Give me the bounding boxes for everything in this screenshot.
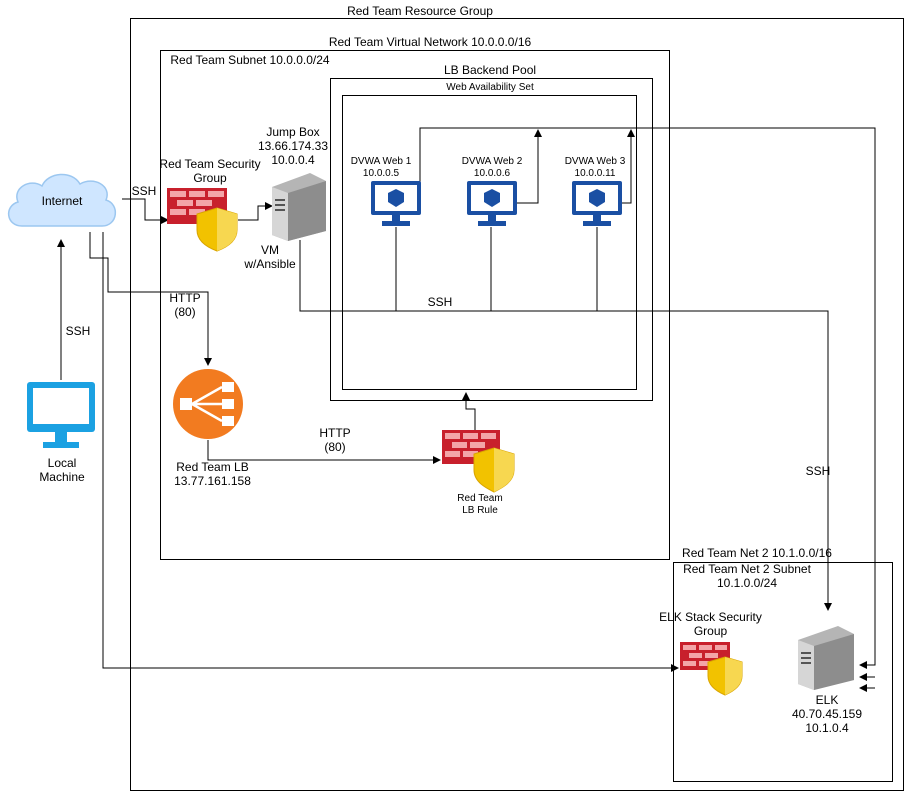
cloud-icon <box>8 173 116 227</box>
edge-web2-up <box>516 129 542 204</box>
edge-label-ssh-local: SSH <box>65 324 91 338</box>
backend-pool-label: LB Backend Pool <box>443 63 537 77</box>
vnet-box <box>160 50 670 560</box>
elk-sg-label: ELK Stack Security Group <box>659 610 762 638</box>
security-group-firewall-icon <box>167 188 238 252</box>
lb-label: Red Team LB 13.77.161.158 <box>174 460 251 488</box>
web1-monitor-icon <box>371 181 421 226</box>
jump-box-subtitle: VM w/Ansible <box>244 243 296 271</box>
edge-label-http-lb: HTTP (80) <box>169 291 201 319</box>
local-machine-label: Local Machine <box>39 456 85 484</box>
internet-label: Internet <box>41 194 83 208</box>
edge-web1-elk <box>419 127 876 669</box>
vnet-label: Red Team Virtual Network 10.0.0.0/16 <box>328 35 532 49</box>
security-group-label: Red Team Security Group <box>159 157 261 185</box>
web3-label: DVWA Web 3 10.0.0.11 <box>564 156 626 179</box>
web3-monitor-icon <box>572 181 622 226</box>
net2-subnet-label: Red Team Net 2 Subnet 10.1.0.0/24 <box>683 562 811 590</box>
web2-label: DVWA Web 2 10.0.0.6 <box>461 156 523 179</box>
elk-server-icon <box>798 626 854 690</box>
jump-box-server-icon <box>272 173 326 241</box>
edge-internet-lb <box>89 232 212 366</box>
elk-label: ELK 40.70.45.159 10.1.0.4 <box>791 693 863 735</box>
subnet-label: Red Team Subnet 10.0.0.0/24 <box>170 53 330 67</box>
jump-box-title: Jump Box 13.66.174.33 10.0.0.4 <box>257 125 329 167</box>
net2-box <box>673 562 893 782</box>
lb-rule-firewall-icon <box>442 430 515 493</box>
web1-label: DVWA Web 1 10.0.0.5 <box>350 156 412 179</box>
edge-label-http-rule: HTTP (80) <box>319 426 351 454</box>
edge-label-ssh-sg: SSH <box>131 184 157 198</box>
web2-monitor-icon <box>467 181 517 226</box>
load-balancer-icon <box>173 369 243 439</box>
edge-internet-elk-sg <box>102 232 679 672</box>
edge-rule-pool <box>462 392 476 430</box>
edge-internet-sg <box>122 198 169 224</box>
edge-label-ssh-elk: SSH <box>805 464 831 478</box>
backend-pool-box <box>330 78 653 401</box>
availability-set-label: Web Availability Set <box>446 82 534 93</box>
net2-label: Red Team Net 2 10.1.0.0/16 <box>682 546 832 560</box>
elk-sg-firewall-icon <box>680 642 743 696</box>
edge-jumpbox-bus <box>299 240 832 611</box>
availability-set-box <box>342 95 637 390</box>
edge-label-ssh-webs: SSH <box>427 295 453 309</box>
edge-lb-rule <box>207 440 441 464</box>
edge-sg-jumpbox <box>238 202 273 221</box>
resource-group-label: Red Team Resource Group <box>347 4 493 18</box>
local-machine-monitor-icon <box>27 382 95 448</box>
lb-rule-label: Red Team LB Rule <box>457 493 503 516</box>
edge-web3-up <box>622 129 635 204</box>
